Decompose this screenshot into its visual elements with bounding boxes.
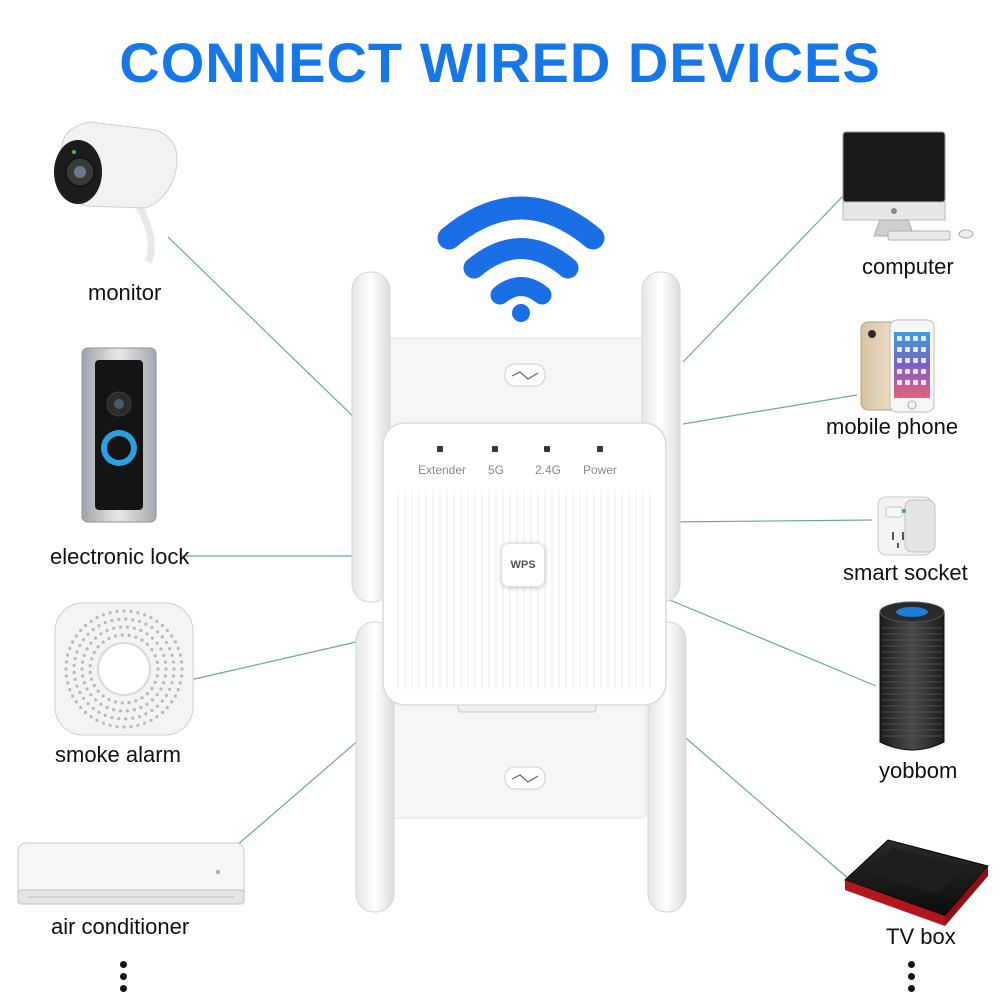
video-doorbell-icon xyxy=(81,347,157,523)
security-camera-icon xyxy=(54,121,178,264)
mobile-phone-icon xyxy=(860,319,935,413)
wps-button[interactable]: WPS xyxy=(501,543,545,587)
wifi-icon xyxy=(437,196,605,322)
device-label-monitor: monitor xyxy=(88,280,162,305)
device-label-smoke-alarm: smoke alarm xyxy=(55,742,181,767)
indicator-extender-label: Extender xyxy=(418,463,467,477)
page-title: CONNECT WIRED DEVICES xyxy=(119,31,881,94)
tv-box-icon xyxy=(844,839,989,926)
more-devices-right-icon xyxy=(908,961,915,997)
device-label-mobile-phone: mobile phone xyxy=(826,414,959,439)
device-label-electronic-lock: electronic lock xyxy=(50,544,190,569)
smart-speaker-icon xyxy=(879,601,945,751)
smart-socket-icon xyxy=(877,496,936,556)
indicator-5g-label: 5G xyxy=(488,463,505,477)
indicator-power-label: Power xyxy=(583,463,618,477)
device-label-air-conditioner: air conditioner xyxy=(51,914,190,939)
indicator-2-4g-label: 2.4G xyxy=(535,463,562,477)
device-label-smart-socket: smart socket xyxy=(843,560,968,585)
wifi-extender-icon xyxy=(351,271,687,913)
device-label-yobbom: yobbom xyxy=(879,758,958,783)
desktop-computer-icon xyxy=(842,131,974,241)
air-conditioner-icon xyxy=(17,842,245,905)
smoke-alarm-icon xyxy=(54,602,194,736)
device-label-computer: computer xyxy=(862,254,954,279)
more-devices-left-icon xyxy=(120,961,127,997)
device-label-tv-box: TV box xyxy=(886,924,956,949)
